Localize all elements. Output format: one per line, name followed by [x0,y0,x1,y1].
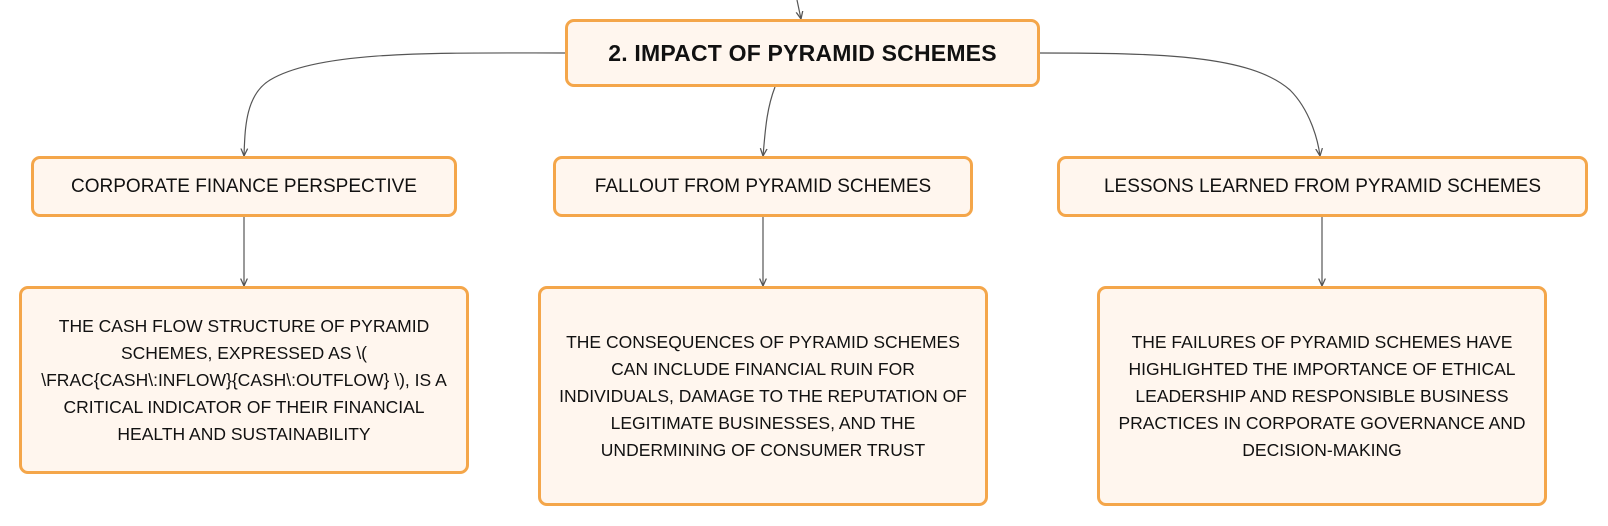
root-node-title: 2. IMPACT OF PYRAMID SCHEMES [608,39,997,66]
detail-node-fallout[interactable]: THE CONSEQUENCES OF PYRAMID SCHEMES CAN … [538,286,988,506]
topic-node-title: FALLOUT FROM PYRAMID SCHEMES [594,175,932,197]
topic-node-lessons-learned[interactable]: LESSONS LEARNED FROM PYRAMID SCHEMES [1057,156,1588,217]
connector-root-to-topic-1 [244,52,566,156]
connector-root-to-topic-3 [1039,52,1320,156]
detail-node-text: THE FAILURES OF PYRAMID SCHEMES HAVE HIG… [1118,331,1526,460]
detail-node-text: THE CASH FLOW STRUCTURE OF PYRAMID SCHEM… [41,315,447,444]
detail-node-text: THE CONSEQUENCES OF PYRAMID SCHEMES CAN … [559,331,967,460]
topic-node-fallout[interactable]: FALLOUT FROM PYRAMID SCHEMES [553,156,973,217]
topic-node-title: CORPORATE FINANCE PERSPECTIVE [71,175,417,197]
detail-node-corporate-finance[interactable]: THE CASH FLOW STRUCTURE OF PYRAMID SCHEM… [19,286,469,474]
topic-node-corporate-finance[interactable]: CORPORATE FINANCE PERSPECTIVE [31,156,457,217]
detail-node-lessons-learned[interactable]: THE FAILURES OF PYRAMID SCHEMES HAVE HIG… [1097,286,1547,506]
connector-root-to-topic-2 [763,86,776,156]
connector-from-above [797,0,801,19]
topic-node-title: LESSONS LEARNED FROM PYRAMID SCHEMES [1103,175,1542,197]
root-node[interactable]: 2. IMPACT OF PYRAMID SCHEMES [565,19,1040,87]
